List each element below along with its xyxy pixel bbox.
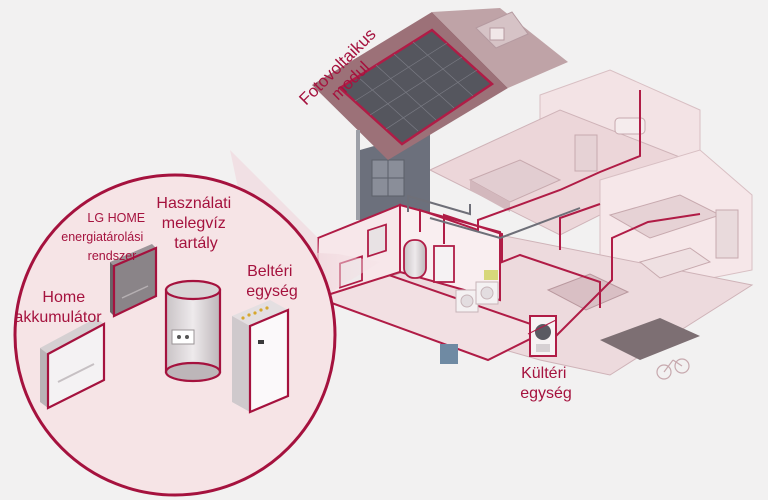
label-hot-water-tank-line3: tartály <box>174 235 218 252</box>
label-hot-water-tank: Használati melegvíz tartály <box>156 195 235 252</box>
label-home-battery: Home akkumulátor <box>14 289 102 326</box>
dormer-window <box>489 27 505 41</box>
roof-ridge <box>432 8 568 88</box>
label-hot-water-tank-line2: melegvíz <box>162 215 226 232</box>
label-lg-home: LG HOME energiatárolási rendszer <box>61 211 148 263</box>
room-energy-storage-icon <box>367 223 387 258</box>
solar-panel-grid <box>354 41 478 132</box>
indoor-unit-leds <box>241 306 269 320</box>
label-indoor-unit-line2: egység <box>246 283 298 300</box>
fridge <box>715 209 739 259</box>
label-hot-water-tank-line1: Használati <box>156 195 231 212</box>
solar-panel-icon <box>337 28 495 146</box>
downpipe <box>356 130 360 220</box>
bicycle-icon <box>656 358 690 380</box>
label-outdoor-unit-line2: egység <box>520 385 572 402</box>
label-lg-home-line2: energiatárolási <box>61 230 143 244</box>
wardrobe <box>574 134 598 172</box>
label-home-battery-line2: akkumulátor <box>14 309 102 326</box>
battery-icon <box>40 318 106 410</box>
room-water-tank-icon <box>403 239 427 279</box>
label-outdoor-unit-line1: Kültéri <box>521 365 566 382</box>
water-tank-icon <box>164 279 222 383</box>
label-lg-home-line1: LG HOME <box>87 211 145 225</box>
pipes <box>419 90 701 337</box>
zoom-circle <box>13 173 337 497</box>
rug <box>600 318 700 360</box>
label-indoor-unit: Beltéri egység <box>246 263 298 300</box>
bin <box>440 344 458 364</box>
energy-storage-icon <box>110 244 158 318</box>
bathtub <box>614 117 646 135</box>
kitchen-island <box>638 247 712 279</box>
label-home-battery-line1: Home <box>42 289 85 306</box>
label-indoor-unit-line1: Beltéri <box>247 263 292 280</box>
label-lg-home-line3: rendszer <box>88 249 137 263</box>
label-outdoor-unit: Kültéri egység <box>520 365 572 402</box>
laundry-basket <box>484 270 498 280</box>
room-indoor-unit-icon <box>433 245 455 283</box>
grey-pipes <box>407 194 581 240</box>
bedroom <box>468 117 646 212</box>
indoor-unit-icon <box>232 300 290 414</box>
